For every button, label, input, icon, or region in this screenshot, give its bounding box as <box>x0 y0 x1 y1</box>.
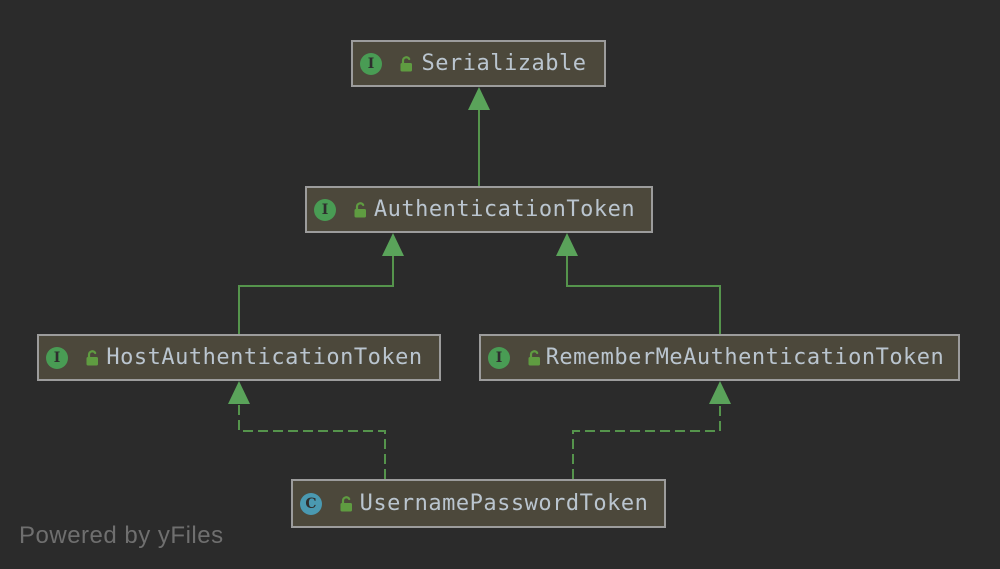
class-node-authentication-token[interactable]: I AuthenticationToken <box>305 186 653 233</box>
class-node-serializable[interactable]: I Serializable <box>351 40 606 87</box>
interface-icon: I <box>46 346 68 369</box>
unlocked-padlock-icon <box>524 349 542 367</box>
unlocked-padlock-icon <box>396 55 414 73</box>
unlocked-padlock-icon <box>336 495 354 513</box>
edge-usernamepasswordtoken-implements-remembermeauthenticationtoken <box>572 381 731 479</box>
interface-icon: I <box>360 52 382 75</box>
class-icon: C <box>300 492 322 515</box>
node-label: Serializable <box>421 51 587 76</box>
node-label: UsernamePasswordToken <box>359 491 649 516</box>
interface-icon: I <box>488 346 510 369</box>
node-label: RememberMeAuthenticationToken <box>545 345 945 370</box>
unlocked-padlock-icon <box>350 201 368 219</box>
node-label: HostAuthenticationToken <box>106 345 423 370</box>
class-node-remember-me-authentication-token[interactable]: I RememberMeAuthenticationToken <box>479 334 960 381</box>
interface-icon: I <box>314 198 336 221</box>
edge-usernamepasswordtoken-implements-hostauthenticationtoken <box>228 381 386 479</box>
edge-hostauthenticationtoken-extends-authenticationtoken <box>238 233 404 334</box>
edge-remembermeauthenticationtoken-extends-authenticationtoken <box>556 233 721 334</box>
class-node-username-password-token[interactable]: C UsernamePasswordToken <box>291 479 666 528</box>
unlocked-padlock-icon <box>82 349 100 367</box>
node-label: AuthenticationToken <box>373 197 636 222</box>
edge-authenticationtoken-extends-serializable <box>468 87 490 186</box>
class-node-host-authentication-token[interactable]: I HostAuthenticationToken <box>37 334 441 381</box>
yfiles-watermark: Powered by yFiles <box>19 522 224 549</box>
